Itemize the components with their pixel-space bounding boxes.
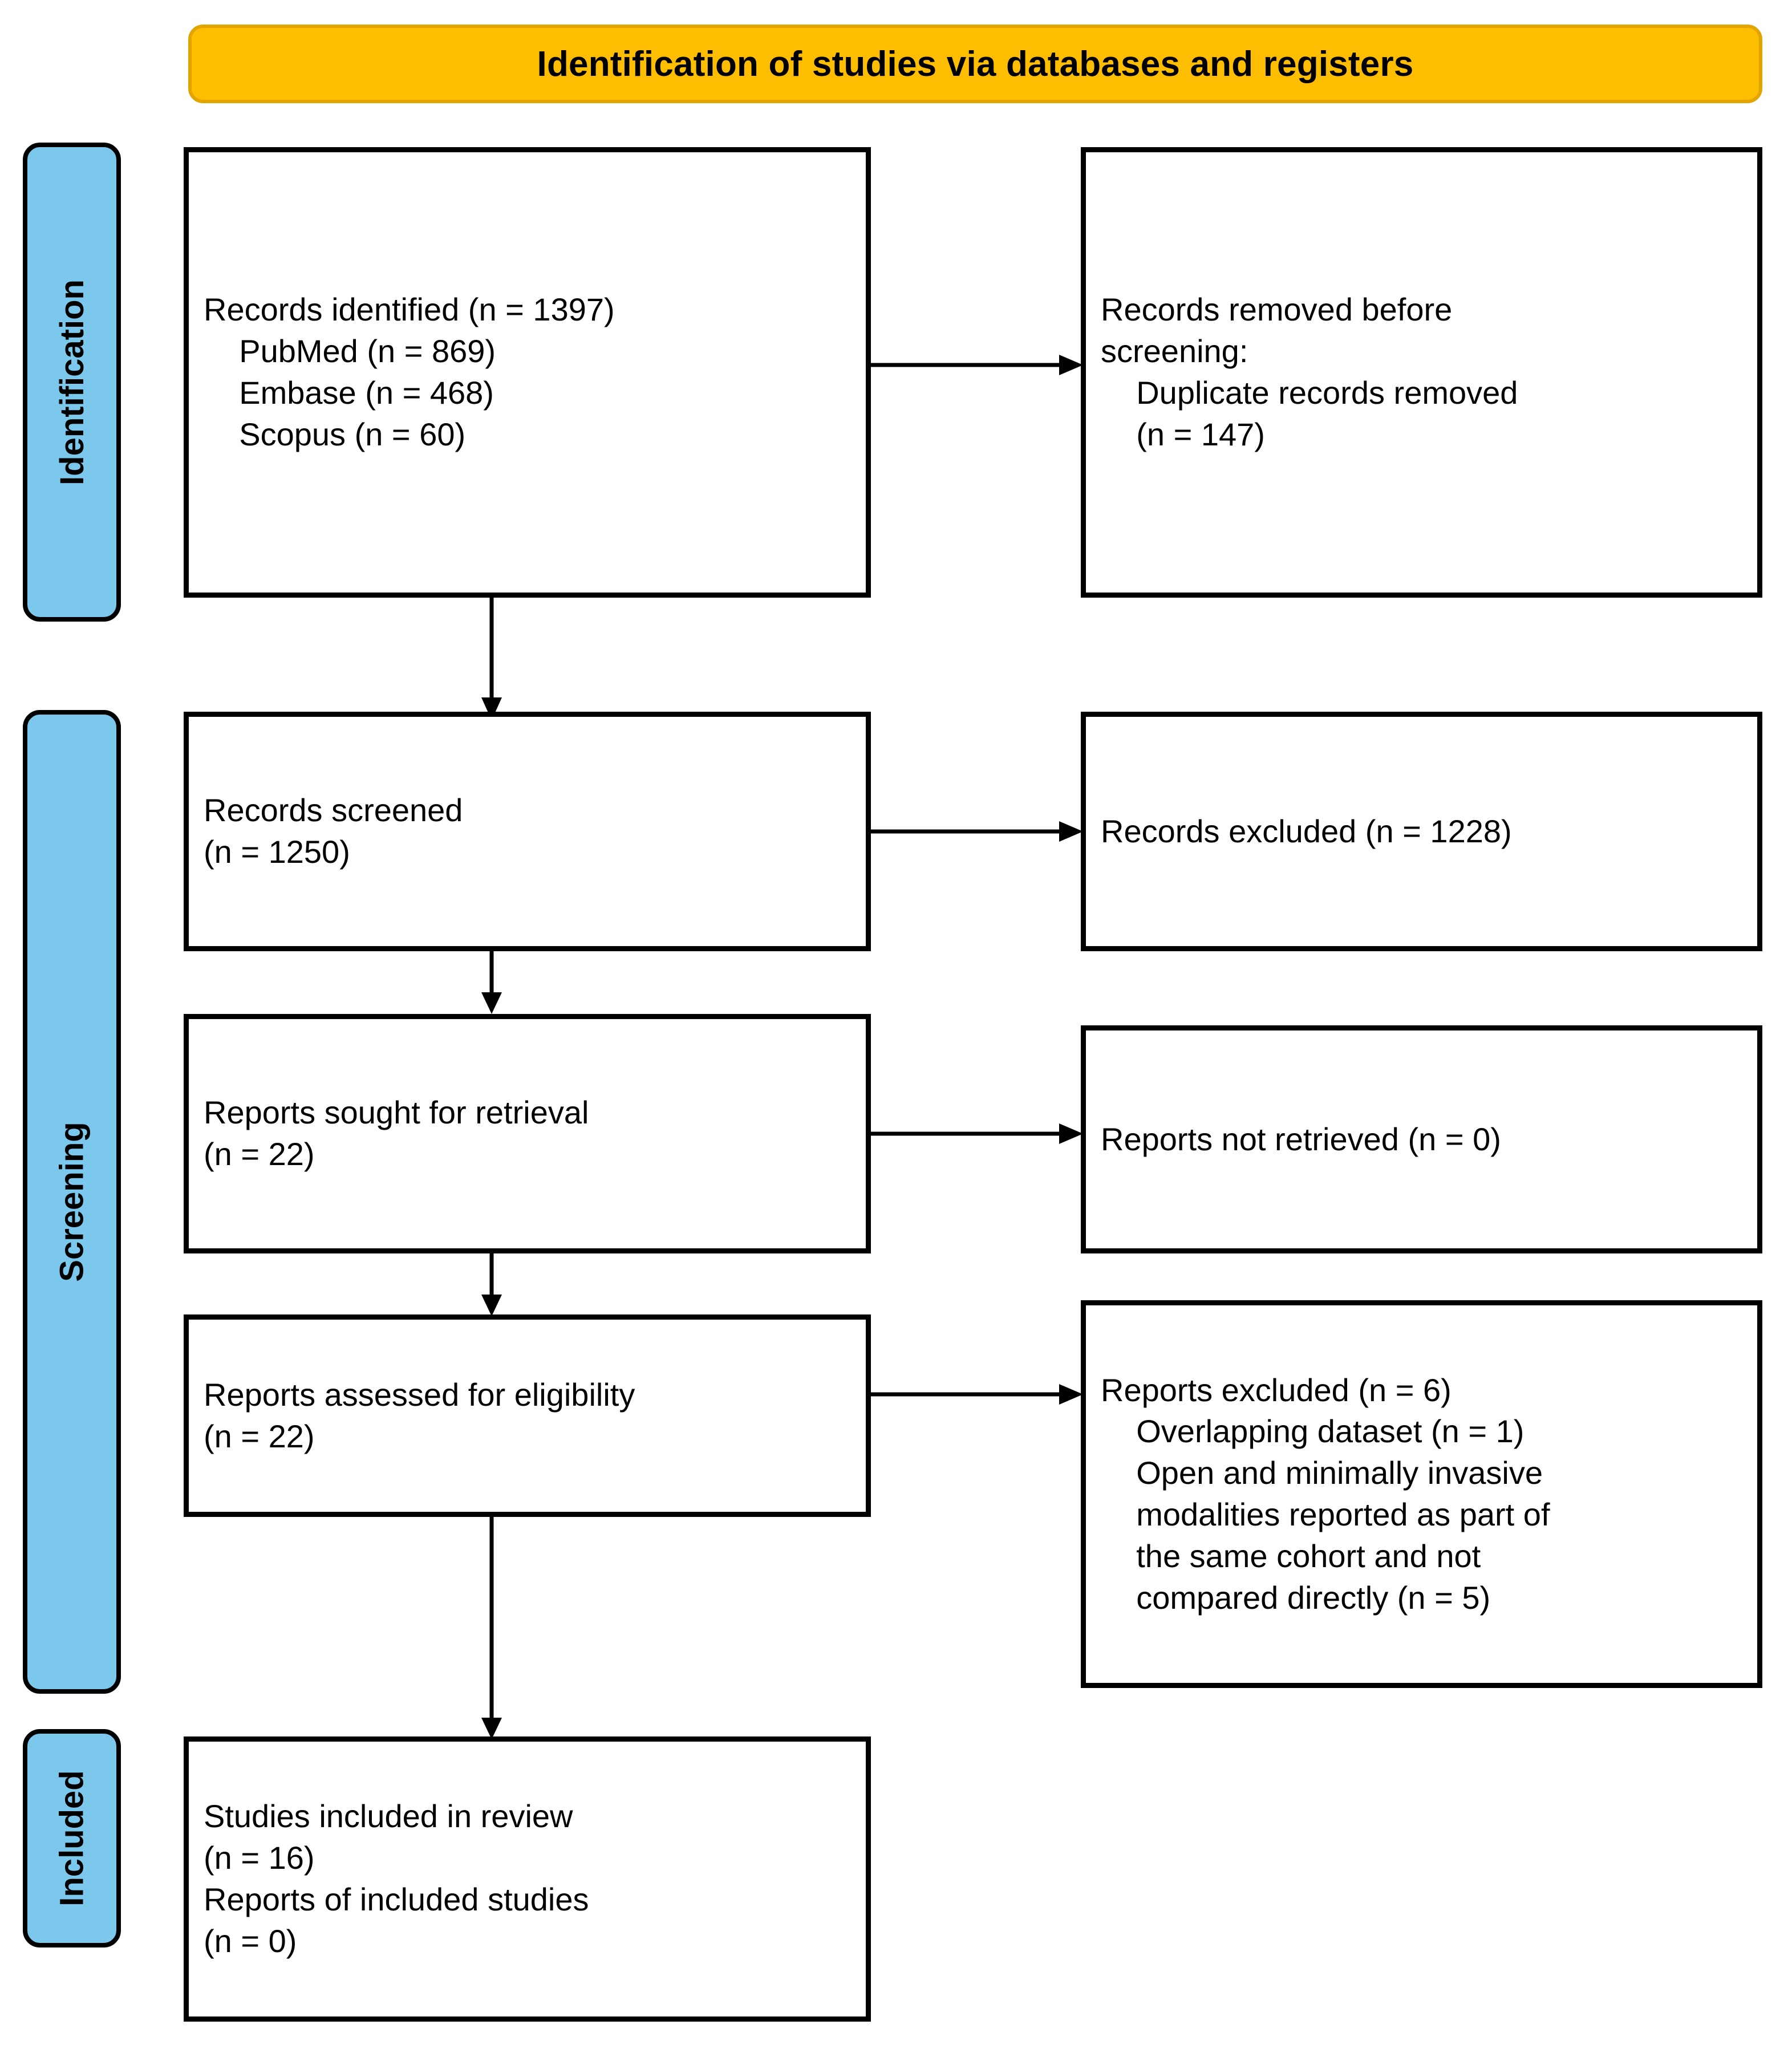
arrow-identified-to-removed xyxy=(871,354,1083,376)
arrow-assessed-to-included xyxy=(480,1517,503,1739)
stage-label-identification: Identification xyxy=(53,279,91,485)
stage-label-included: Included xyxy=(53,1770,91,1906)
box-reports-not-retrieved: Reports not retrieved (n = 0) xyxy=(1081,1025,1762,1253)
stage-pill-included: Included xyxy=(23,1729,121,1947)
box-records-identified: Records identified (n = 1397) PubMed (n … xyxy=(184,147,871,598)
box-records-removed-text: Records removed before screening: Duplic… xyxy=(1101,291,1518,452)
box-reports-assessed: Reports assessed for eligibility (n = 22… xyxy=(184,1314,871,1517)
stage-pill-screening: Screening xyxy=(23,710,121,1694)
box-reports-excluded: Reports excluded (n = 6) Overlapping dat… xyxy=(1081,1300,1762,1688)
box-reports-excluded-text: Reports excluded (n = 6) Overlapping dat… xyxy=(1101,1372,1550,1616)
box-records-excluded: Records excluded (n = 1228) xyxy=(1081,712,1762,951)
box-studies-included-text: Studies included in review (n = 16) Repo… xyxy=(204,1798,589,1959)
arrow-screened-to-sought xyxy=(480,951,503,1014)
box-reports-sought-text: Reports sought for retrieval (n = 22) xyxy=(204,1094,589,1172)
arrow-sought-to-assessed xyxy=(480,1253,503,1316)
box-records-identified-text: Records identified (n = 1397) PubMed (n … xyxy=(204,291,615,452)
box-records-screened-text: Records screened (n = 1250) xyxy=(204,792,463,870)
box-records-removed: Records removed before screening: Duplic… xyxy=(1081,147,1762,598)
arrow-identified-to-screened xyxy=(480,598,503,720)
box-reports-not-retrieved-text: Reports not retrieved (n = 0) xyxy=(1101,1121,1501,1157)
arrow-assessed-to-excluded xyxy=(871,1383,1083,1406)
arrow-screened-to-excluded xyxy=(871,820,1083,843)
header-banner: Identification of studies via databases … xyxy=(188,25,1762,103)
header-title: Identification of studies via databases … xyxy=(537,44,1414,84)
box-reports-sought: Reports sought for retrieval (n = 22) xyxy=(184,1014,871,1253)
arrow-sought-to-not-retrieved xyxy=(871,1122,1083,1145)
box-studies-included: Studies included in review (n = 16) Repo… xyxy=(184,1736,871,2022)
box-records-excluded-text: Records excluded (n = 1228) xyxy=(1101,813,1512,849)
box-records-screened: Records screened (n = 1250) xyxy=(184,712,871,951)
stage-pill-identification: Identification xyxy=(23,143,121,622)
box-reports-assessed-text: Reports assessed for eligibility (n = 22… xyxy=(204,1376,635,1454)
stage-label-screening: Screening xyxy=(53,1122,91,1282)
